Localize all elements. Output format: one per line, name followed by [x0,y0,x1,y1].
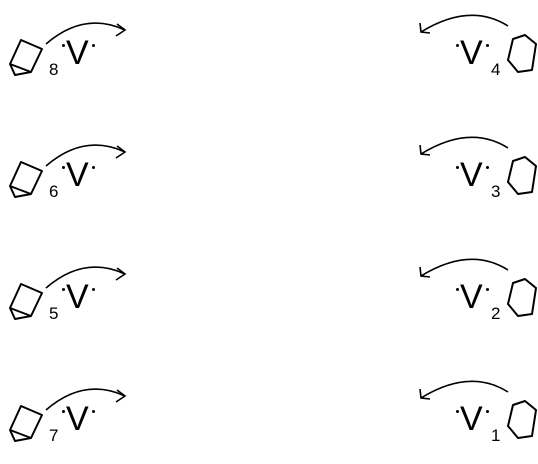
arrowhead-left [419,388,431,400]
number-label: 8 [49,60,59,79]
curved-arrow-right [45,22,126,45]
dot-right [486,288,489,291]
dot-right [92,166,95,169]
dot-left [456,410,459,413]
dot-right [486,44,489,47]
dot-left [456,288,459,291]
number-label: 4 [491,60,501,79]
v-letter: V [66,156,89,194]
number-label: 7 [49,426,59,445]
right-unit-graphic [419,14,537,73]
dot-right [92,288,95,291]
v-letter: V [460,34,483,72]
right-unit: V 2 [408,256,538,323]
curved-arrow-right [45,266,126,289]
v-letter: V [66,278,89,316]
number-label: 5 [49,304,59,323]
left-unit: V 8 [0,12,130,79]
left-unit-graphic [9,144,127,198]
number-label: 6 [49,182,59,201]
pencil-tip-icon [507,278,537,317]
pencil-tip-icon [9,283,43,320]
v-letter: V [460,278,483,316]
curved-arrow-right [45,388,126,411]
arrowhead-right [115,389,127,403]
dot-right [92,44,95,47]
number-label: 3 [491,182,501,201]
number-label: 1 [491,426,501,445]
v-letter: V [460,400,483,438]
number-label: 2 [491,304,501,323]
arrowhead-left [419,22,431,34]
right-unit-graphic [419,136,537,195]
v-letter: V [460,156,483,194]
arrowhead-left [419,266,431,278]
dot-left [62,166,65,169]
left-unit: V 6 [0,134,130,201]
left-unit: V 7 [0,378,130,445]
curved-arrow-left [420,136,509,155]
pencil-tip-icon [507,400,537,439]
dot-left [456,44,459,47]
dot-left [62,410,65,413]
pencil-tip-icon [507,156,537,195]
pencil-tip-icon [9,405,43,442]
arrowhead-right [115,145,127,159]
dot-left [62,288,65,291]
left-unit-graphic [9,388,127,442]
dot-left [456,166,459,169]
v-letter: V [66,400,89,438]
right-unit: V 1 [408,378,538,445]
curved-arrow-left [420,380,509,399]
curved-arrow-right [45,144,126,167]
right-unit: V 3 [408,134,538,201]
curved-arrow-left [420,258,509,277]
right-unit-graphic [419,258,537,317]
curved-arrow-left [420,14,509,33]
dot-left [62,44,65,47]
dot-right [92,410,95,413]
left-unit-graphic [9,266,127,320]
arrowhead-right [115,267,127,281]
dot-right [486,166,489,169]
pencil-tip-icon [507,34,537,73]
right-unit-graphic [419,380,537,439]
left-unit: V 5 [0,256,130,323]
dot-right [486,410,489,413]
pencil-tip-icon [9,39,43,76]
v-letter: V [66,34,89,72]
arrowhead-left [419,144,431,156]
left-unit-graphic [9,22,127,76]
arrowhead-right [115,23,127,37]
pencil-tip-icon [9,161,43,198]
right-unit: V 4 [408,12,538,79]
